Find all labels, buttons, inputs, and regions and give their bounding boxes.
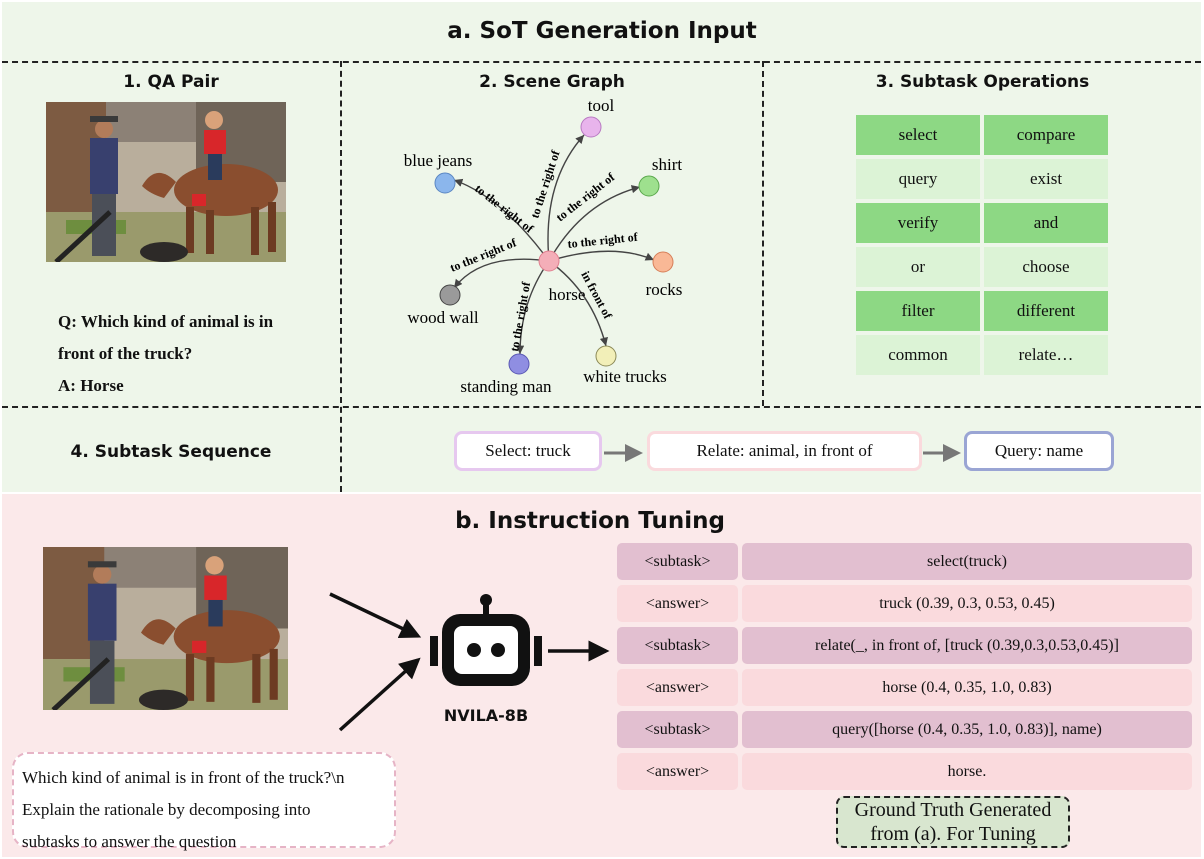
edge-rocks <box>548 250 655 262</box>
node-standing-man <box>508 353 530 375</box>
prompt-line-2: Explain the rationale by decomposing int… <box>22 800 311 819</box>
section-a-title: a. SoT Generation Input <box>447 18 757 44</box>
node-rocks <box>652 251 674 273</box>
seq-step-query: Query: name <box>964 431 1114 471</box>
edge-tool <box>547 134 585 262</box>
ground-truth-note: Ground Truth Generated from (a). For Tun… <box>836 796 1070 848</box>
label-horse: horse <box>549 285 586 304</box>
label-shirt: shirt <box>652 155 683 174</box>
row-5-text: query([horse (0.4, 0.35, 1.0, 0.83)], na… <box>742 711 1192 748</box>
node-tool <box>580 116 602 138</box>
node-wood-wall <box>439 284 461 306</box>
seq-step-relate: Relate: animal, in front of <box>647 431 922 471</box>
edge-label-wood-wall: to the right of <box>448 235 519 275</box>
op-or: or <box>856 247 980 287</box>
subtask-sequence-heading: 4. Subtask Sequence <box>70 442 272 462</box>
op-and: and <box>984 203 1108 243</box>
model-name: NVILA-8B <box>443 706 529 725</box>
seq-step-select: Select: truck <box>454 431 602 471</box>
row-6-tag: <answer> <box>617 753 738 790</box>
row-3-text: relate(_, in front of, [truck (0.39,0.3,… <box>742 627 1192 664</box>
op-compare: compare <box>984 115 1108 155</box>
node-horse <box>538 250 560 272</box>
prompt-line-1: Which kind of animal is in front of the … <box>22 768 345 787</box>
prompt-line-3: subtasks to answer the question <box>22 832 237 851</box>
ground-truth-line-1: Ground Truth Generated <box>854 799 1052 821</box>
divider-right <box>762 61 764 406</box>
node-shirt <box>638 175 660 197</box>
label-rocks: rocks <box>646 280 683 299</box>
node-white-trucks <box>595 345 617 367</box>
row-6-text: horse. <box>742 753 1192 790</box>
edge-blue-jeans <box>453 178 550 262</box>
label-tool: tool <box>588 96 615 115</box>
scene-graph: to the right of to the right of to the r… <box>404 96 683 396</box>
divider-top <box>2 61 1201 63</box>
node-blue-jeans <box>434 172 456 194</box>
divider-left <box>340 61 342 492</box>
divider-middle <box>2 406 1201 408</box>
op-verify: verify <box>856 203 980 243</box>
scene-graph-heading: 2. Scene Graph <box>479 72 625 92</box>
row-3-tag: <subtask> <box>617 627 738 664</box>
label-blue-jeans: blue jeans <box>404 151 472 170</box>
edge-label-rocks: to the right of <box>567 230 639 251</box>
row-2-tag: <answer> <box>617 585 738 622</box>
section-b-title: b. Instruction Tuning <box>455 508 725 534</box>
text-prompt-box: Which kind of animal is in front of the … <box>12 752 396 851</box>
op-filter: filter <box>856 291 980 331</box>
qa-text: Q: Which kind of animal is in front of t… <box>58 306 338 402</box>
op-query: query <box>856 159 980 199</box>
arrow-image-to-model <box>329 592 422 638</box>
row-1-tag: <subtask> <box>617 543 738 580</box>
op-select: select <box>856 115 980 155</box>
op-choose: choose <box>984 247 1108 287</box>
horse-photo-input <box>43 547 288 710</box>
answer-line: A: Horse <box>58 376 124 395</box>
edge-shirt <box>548 185 641 262</box>
ground-truth-line-2: from (a). For Tuning <box>870 823 1036 845</box>
question-line-1: Q: Which kind of animal is in <box>58 312 274 331</box>
row-4-tag: <answer> <box>617 669 738 706</box>
edge-wood-wall <box>453 258 550 289</box>
model-flow-arrows <box>329 592 610 732</box>
row-1-text: select(truck) <box>742 543 1192 580</box>
op-common: common <box>856 335 980 375</box>
qa-pair-heading: 1. QA Pair <box>123 72 219 92</box>
robot-icon <box>430 594 542 686</box>
subtask-operations-heading: 3. Subtask Operations <box>875 72 1090 92</box>
question-line-2: front of the truck? <box>58 344 193 363</box>
op-different: different <box>984 291 1108 331</box>
edge-label-standing-man: to the right of <box>507 280 533 353</box>
op-exist: exist <box>984 159 1108 199</box>
label-wood-wall: wood wall <box>407 308 479 327</box>
op-relate: relate… <box>984 335 1108 375</box>
operations-grid: select compare query exist verify and or… <box>856 115 1108 375</box>
row-2-text: truck (0.39, 0.3, 0.53, 0.45) <box>742 585 1192 622</box>
row-4-text: horse (0.4, 0.35, 1.0, 0.83) <box>742 669 1192 706</box>
edge-white-trucks <box>548 260 608 347</box>
label-white-trucks: white trucks <box>583 367 667 386</box>
label-standing-man: standing man <box>460 377 552 396</box>
sequence-arrows <box>604 444 961 462</box>
horse-photo <box>46 102 286 262</box>
edge-label-shirt: to the right of <box>553 169 618 224</box>
edge-label-blue-jeans: to the right of <box>472 181 537 236</box>
row-5-tag: <subtask> <box>617 711 738 748</box>
edge-standing-man <box>515 260 550 355</box>
arrow-text-to-model <box>338 657 421 732</box>
